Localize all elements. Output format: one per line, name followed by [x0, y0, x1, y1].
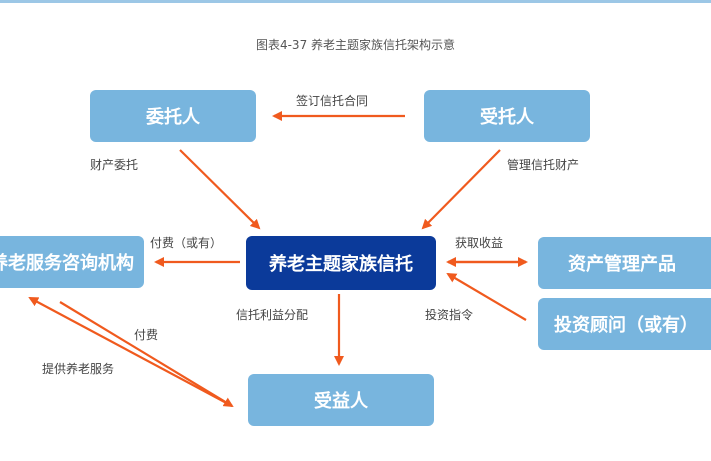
node-investment-advisor: 投资顾问（或有）	[538, 298, 711, 350]
arrow-trustee-to-trust	[421, 149, 501, 230]
label-pay: 付费	[134, 328, 159, 342]
node-family-trust: 养老主题家族信托	[246, 236, 436, 290]
label-investment-instruction: 投资指令	[425, 308, 474, 322]
label-sign-contract: 签订信托合同	[296, 94, 369, 108]
node-beneficiary: 受益人	[248, 374, 434, 426]
label-provide-service: 提供养老服务	[42, 362, 115, 376]
node-trustee: 受托人	[424, 90, 590, 142]
label-manage-property: 管理信托财产	[507, 158, 580, 172]
label-obtain-income: 获取收益	[455, 236, 504, 250]
top-rule	[0, 0, 711, 3]
arrow-advisor-to-trust	[446, 272, 527, 321]
arrow-settlor-to-trust	[179, 149, 261, 230]
label-entrust-property: 财产委托	[90, 158, 139, 172]
diagram-title: 图表4-37 养老主题家族信托架构示意	[255, 38, 456, 52]
node-settlor: 委托人	[90, 90, 256, 142]
node-service-org: 养老服务咨询机构	[0, 236, 144, 288]
label-fee-optional: 付费（或有）	[150, 236, 223, 250]
arrow-beneficiary-to-service	[28, 297, 233, 407]
node-asset-product: 资产管理产品	[538, 237, 711, 289]
arrow-service-to-beneficiary	[59, 301, 234, 408]
label-income-distribution: 信托利益分配	[236, 308, 309, 322]
